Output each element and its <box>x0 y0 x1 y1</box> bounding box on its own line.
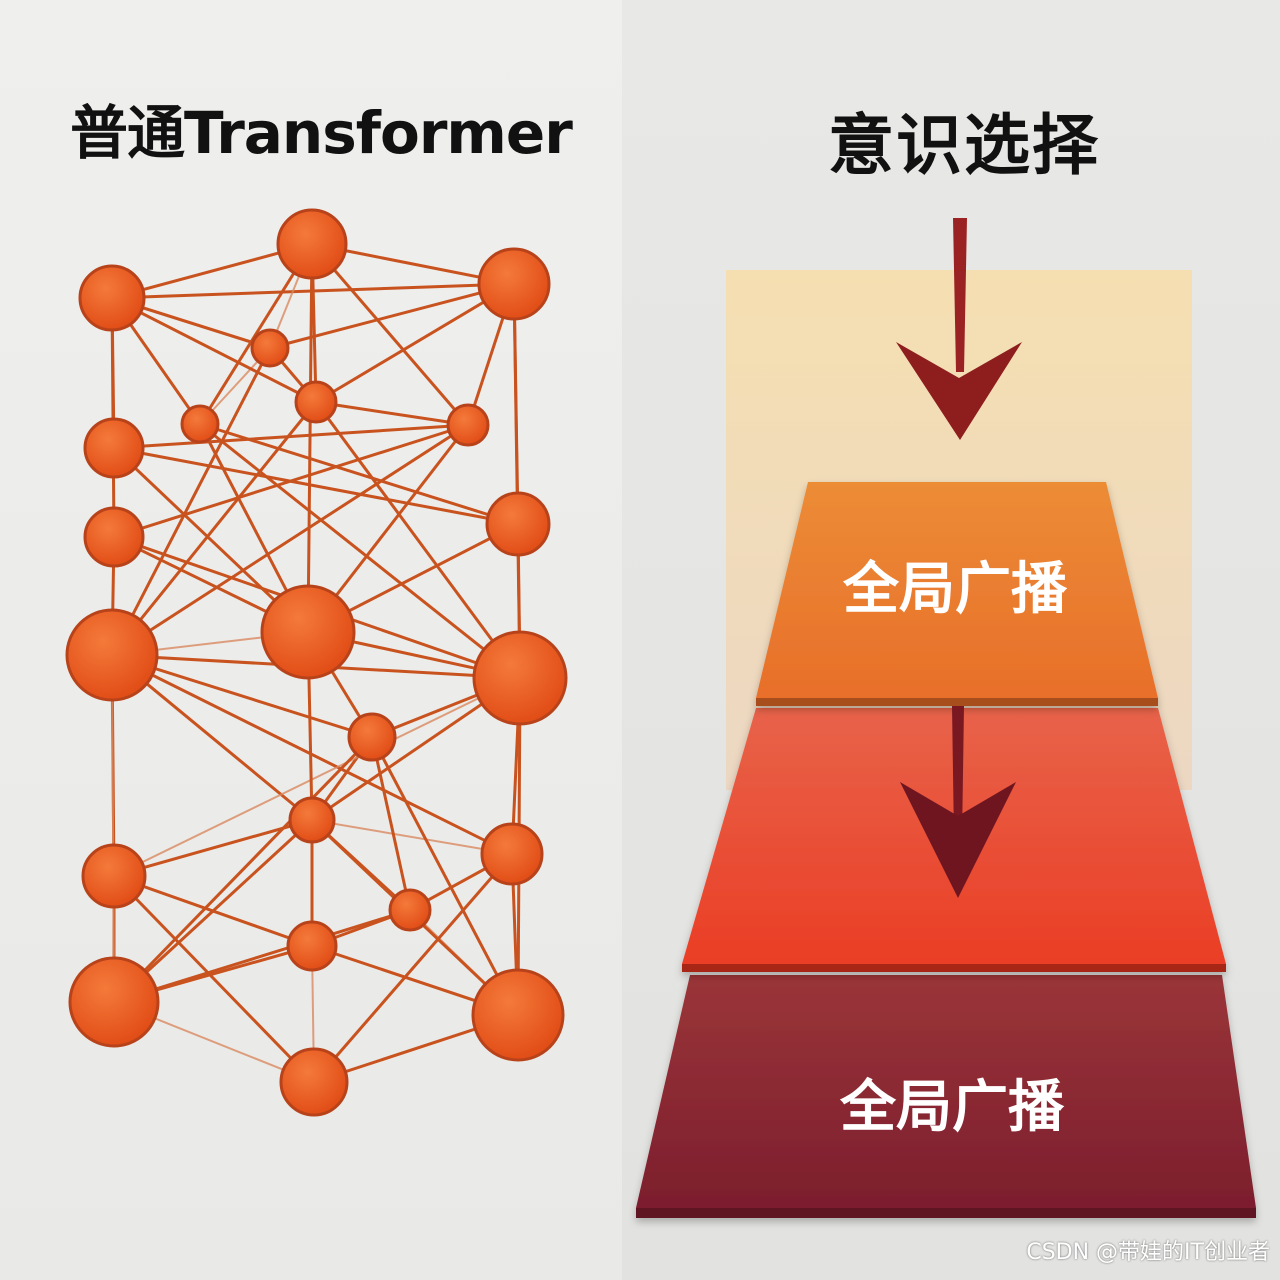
network-node <box>260 584 356 680</box>
network-edge <box>315 282 515 404</box>
network-node <box>388 888 432 932</box>
network-node <box>294 380 338 424</box>
network-edge <box>306 243 314 633</box>
network-edge <box>269 282 515 350</box>
network-node <box>180 404 220 444</box>
layer-bottom-face <box>636 975 1256 1208</box>
network-node <box>250 328 290 368</box>
network-edge <box>113 908 411 1004</box>
network-node <box>78 264 146 332</box>
network-node <box>279 1047 349 1117</box>
network-node <box>446 403 490 447</box>
network-node <box>276 208 348 280</box>
network-edge <box>311 819 513 855</box>
network-edge <box>113 818 313 878</box>
network-node <box>83 506 145 568</box>
network-node <box>477 247 551 321</box>
network-node <box>480 822 544 886</box>
network-edge <box>111 654 115 1003</box>
layer-bottom-edge <box>636 1208 1256 1218</box>
network-node <box>347 712 397 762</box>
layer-bottom <box>636 975 1256 1218</box>
network-edge <box>113 677 521 877</box>
network-node <box>485 491 551 557</box>
layer-top <box>756 482 1158 706</box>
network-nodes <box>65 208 568 1117</box>
network-node <box>81 843 147 909</box>
layer-bottom-label: 全局广播 <box>839 1075 1065 1140</box>
network-node <box>83 417 145 479</box>
network-edge <box>110 347 272 656</box>
title-conscious-selection: 意识选择 <box>828 107 1100 184</box>
network-edge <box>370 736 520 1016</box>
network-edge <box>199 422 521 680</box>
network-edge <box>370 736 412 911</box>
network-edge <box>199 422 519 526</box>
network-edge <box>512 283 522 679</box>
network-edge <box>112 735 374 1004</box>
arrow-middle-icon <box>900 706 1016 898</box>
watermark: CSDN @带娃的IT创业者 <box>1026 1240 1270 1265</box>
network-node <box>286 920 338 972</box>
network-edge <box>310 243 470 426</box>
network-node <box>472 630 568 726</box>
network-edge <box>111 423 469 657</box>
network-edge <box>111 296 317 404</box>
network-edge <box>312 853 514 1083</box>
arrow-top-icon <box>896 218 1022 440</box>
network-edge <box>113 446 519 526</box>
layer-middle-edge <box>682 964 1226 972</box>
network-node <box>68 956 160 1048</box>
layer-top-edge <box>756 698 1158 706</box>
title-transformer: 普通Transformer <box>70 99 573 167</box>
network-edge <box>110 401 318 656</box>
network-node <box>288 796 336 844</box>
layer-top-label: 全局广播 <box>842 557 1068 622</box>
layer-top-face <box>756 482 1158 698</box>
network-edge <box>112 874 316 1084</box>
network-edge <box>314 401 522 679</box>
network-edge <box>113 423 469 450</box>
network-node <box>471 968 565 1062</box>
network-edge <box>110 297 116 538</box>
network-edge <box>315 400 469 427</box>
network-node <box>65 608 159 702</box>
